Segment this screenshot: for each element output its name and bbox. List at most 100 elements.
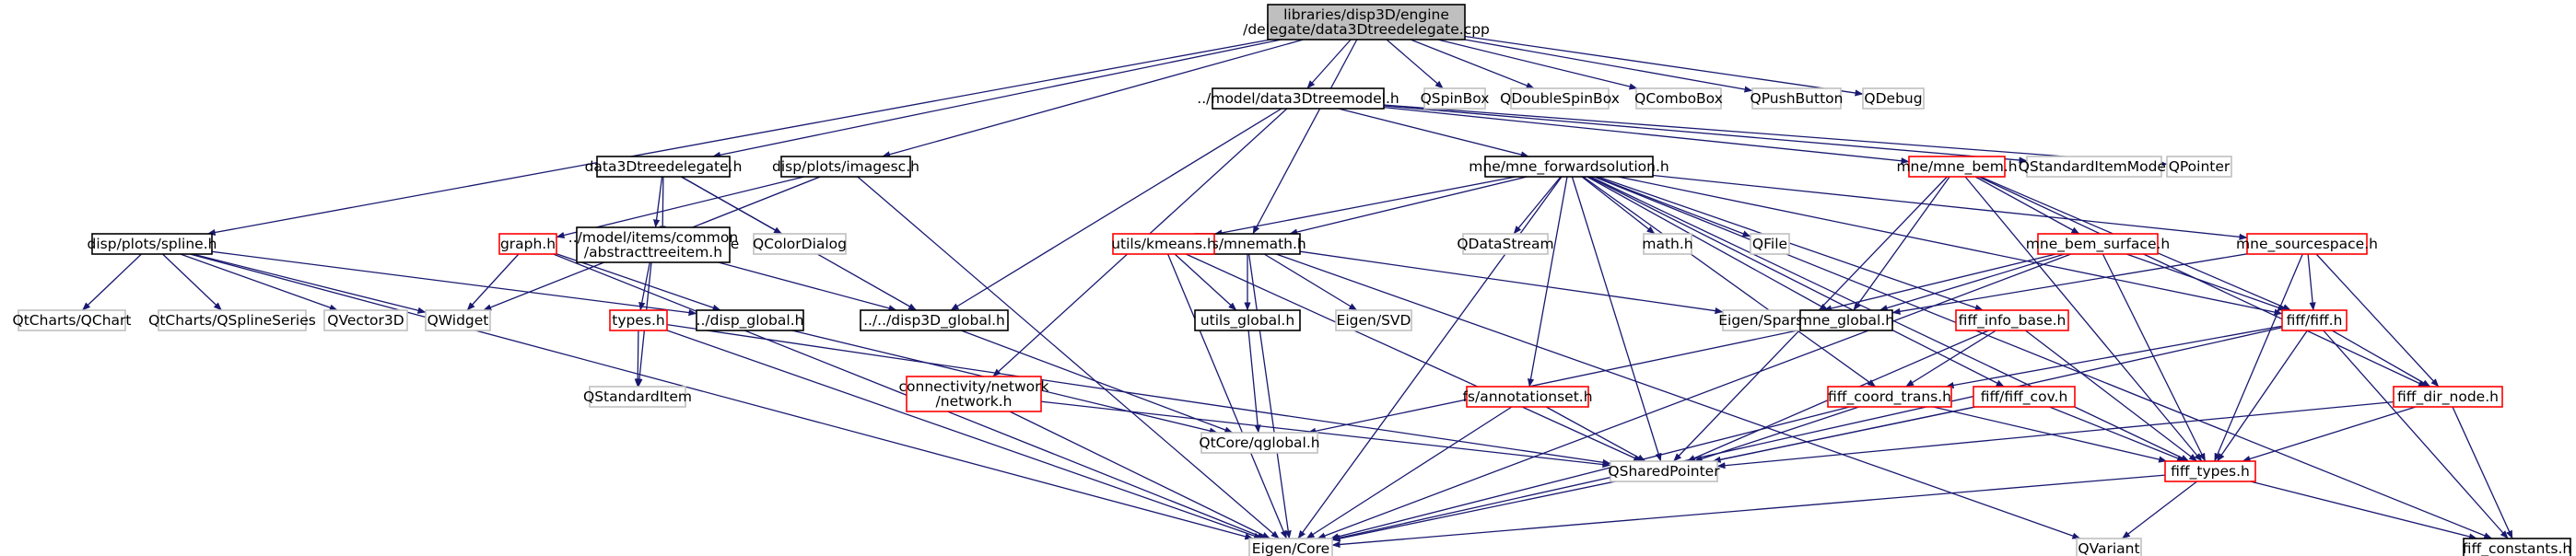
node-disp3d_global[interactable]: ../../disp3D_global.h bbox=[860, 309, 1009, 331]
node-fiff_cov[interactable]: fiff/fiff_cov.h bbox=[1973, 386, 2076, 408]
node-box-network bbox=[906, 376, 1042, 412]
node-qsharedpointer[interactable]: QSharedPointer bbox=[1608, 460, 1720, 482]
node-qdatastream[interactable]: QDataStream bbox=[1457, 233, 1554, 255]
node-qcolordialog[interactable]: QColorDialog bbox=[753, 233, 847, 255]
node-label-data3dtreemodel: ../model/data3Dtreemodel.h bbox=[1197, 90, 1399, 107]
node-fiff_types[interactable]: fiff_types.h bbox=[2164, 460, 2256, 482]
node-qtcharts_qchart[interactable]: QtCharts/QChart bbox=[13, 309, 132, 331]
node-utils_global[interactable]: utils_global.h bbox=[1194, 309, 1301, 331]
edge-mnemath-to-eigen_svd bbox=[1263, 253, 1358, 311]
edge-mne_forwardsolution-to-eigen_core bbox=[1297, 176, 1563, 539]
edge-data3dtreemodel-to-mne_forwardsolution bbox=[1338, 108, 1529, 158]
node-label-fiff_constants: fiff_constants.h bbox=[2463, 540, 2571, 556]
node-label-mne_global: mne_global.h bbox=[1798, 312, 1894, 330]
edge-mne_forwardsolution-to-fiff_cov bbox=[1588, 176, 2005, 388]
node-mne_global[interactable]: mne_global.h bbox=[1798, 309, 1894, 331]
edge-root-to-qdoublespinbox bbox=[1410, 39, 1535, 89]
node-fiff_info_base[interactable]: fiff_info_base.h bbox=[1955, 309, 2069, 331]
node-box-data3dtreedelegate bbox=[596, 156, 731, 178]
node-box-fiff_cov bbox=[1973, 386, 2076, 408]
node-qstandarditemmodel[interactable]: QStandardItemModel bbox=[2019, 156, 2171, 178]
node-annotationset[interactable]: fs/annotationset.h bbox=[1462, 386, 1593, 408]
node-label-qcombobox: QComboBox bbox=[1634, 90, 1723, 107]
node-qtcharts_qsplineseries[interactable]: QtCharts/QSplineSeries bbox=[148, 309, 316, 331]
node-fiff[interactable]: fiff/fiff.h bbox=[2281, 309, 2348, 331]
node-disp_global[interactable]: ../disp_global.h bbox=[696, 309, 804, 331]
node-data3dtreedelegate[interactable]: data3Dtreedelegate.h bbox=[585, 156, 743, 178]
node-box-qstandarditem bbox=[589, 386, 686, 408]
node-fiff_constants[interactable]: fiff_constants.h bbox=[2463, 538, 2571, 556]
edge-root-to-qdebug bbox=[1464, 35, 1864, 97]
node-kmeans[interactable]: utils/kmeans.h bbox=[1111, 233, 1216, 255]
node-mne_sourcespace[interactable]: mne_sourcespace.h bbox=[2236, 233, 2378, 255]
node-box-qtglobal bbox=[1200, 432, 1318, 454]
node-label-fiff: fiff/fiff.h bbox=[2287, 312, 2343, 329]
node-label-imagesc: disp/plots/imagesc.h bbox=[772, 158, 919, 175]
edge-mne_bem_surface-to-eigen_core bbox=[1317, 253, 2072, 539]
node-label-utils_global: utils_global.h bbox=[1200, 312, 1294, 330]
edge-spline-to-disp_global bbox=[211, 250, 697, 317]
node-label-qsharedpointer: QSharedPointer bbox=[1608, 463, 1720, 480]
edge-kmeans-to-utils_global bbox=[1174, 253, 1237, 311]
node-box-qpointer bbox=[2166, 156, 2232, 178]
edge-graph-to-qwidget bbox=[466, 253, 520, 311]
node-spline[interactable]: disp/plots/spline.h bbox=[88, 233, 217, 255]
node-label-mne_sourcespace: mne_sourcespace.h bbox=[2236, 236, 2378, 253]
node-mne_bem[interactable]: mne/mne_bem.h bbox=[1896, 156, 2018, 178]
node-label-eigen_svd: Eigen/SVD bbox=[1337, 312, 1411, 329]
node-box-qdebug bbox=[1862, 87, 1925, 110]
node-label-root-line2: /delegate/data3Dtreedelegate.cpp bbox=[1243, 21, 1490, 38]
node-network[interactable]: connectivity/network/network.h bbox=[899, 376, 1049, 412]
node-label-root-line1: libraries/disp3D/engine bbox=[1283, 6, 1449, 23]
node-mnemath[interactable]: utils/mnemath.h bbox=[1188, 233, 1306, 255]
node-data3dtreemodel[interactable]: ../model/data3Dtreemodel.h bbox=[1197, 87, 1399, 110]
edge-fiff-to-eigen_core bbox=[1331, 327, 2283, 541]
node-root[interactable]: libraries/disp3D/engine/delegate/data3Dt… bbox=[1243, 4, 1490, 41]
node-label-disp_global: ../disp_global.h bbox=[697, 312, 804, 330]
node-qdebug[interactable]: QDebug bbox=[1862, 87, 1925, 110]
node-label-qdatastream: QDataStream bbox=[1457, 236, 1553, 252]
node-abstracttreeitem[interactable]: ../model/items/common/abstracttreeitem.h bbox=[568, 226, 738, 263]
node-label-qvector3d: QVector3D bbox=[327, 312, 404, 329]
edge-graph-to-disp_global bbox=[556, 253, 721, 311]
node-imagesc[interactable]: disp/plots/imagesc.h bbox=[772, 156, 919, 178]
node-fiff_dir_node[interactable]: fiff_dir_node.h bbox=[2393, 386, 2503, 408]
edge-fiff-to-fiff_coord_trans bbox=[1945, 325, 2283, 389]
node-qpushbutton[interactable]: QPushButton bbox=[1751, 87, 1844, 110]
edge-mne_forwardsolution-to-fiff bbox=[1618, 176, 2283, 316]
node-qspinbox[interactable]: QSpinBox bbox=[1421, 87, 1490, 110]
edge-fiff_types-to-eigen_core bbox=[1331, 474, 2166, 549]
nodes-layer: libraries/disp3D/engine/delegate/data3Dt… bbox=[13, 4, 2571, 556]
node-qvector3d[interactable]: QVector3D bbox=[323, 309, 408, 331]
node-label-kmeans: utils/kmeans.h bbox=[1111, 236, 1216, 252]
node-qwidget[interactable]: QWidget bbox=[425, 309, 491, 331]
edge-mnemath-to-eigen_sparsecore bbox=[1299, 250, 1724, 315]
node-label-disp3d_global: ../../disp3D_global.h bbox=[863, 312, 1005, 330]
node-qpointer[interactable]: QPointer bbox=[2166, 156, 2232, 178]
edge-abstracttreeitem-to-disp3d_global bbox=[718, 261, 897, 312]
edge-root-to-qpushbutton bbox=[1464, 39, 1753, 93]
node-qvariant[interactable]: QVariant bbox=[2076, 538, 2142, 556]
node-eigen_core[interactable]: Eigen/Core bbox=[1248, 538, 1333, 556]
edge-types-to-qsharedpointer bbox=[666, 323, 1611, 466]
node-fiff_coord_trans[interactable]: fiff_coord_trans.h bbox=[1827, 386, 1952, 408]
node-graph[interactable]: graph.h bbox=[498, 233, 557, 255]
node-mne_bem_surface[interactable]: mne_bem_surface.h bbox=[2026, 233, 2170, 255]
node-qstandarditem[interactable]: QStandardItem bbox=[583, 386, 692, 408]
node-qcombobox[interactable]: QComboBox bbox=[1634, 87, 1723, 110]
node-qtglobal[interactable]: QtCore/qglobal.h bbox=[1199, 432, 1320, 454]
edge-fiff_cov-to-fiff_types bbox=[2049, 406, 2186, 462]
node-qdoublespinbox[interactable]: QDoubleSpinBox bbox=[1500, 87, 1620, 110]
node-box-qsharedpointer bbox=[1610, 460, 1718, 482]
node-box-qspinbox bbox=[1423, 87, 1486, 110]
node-types[interactable]: types.h bbox=[609, 309, 668, 331]
node-mne_forwardsolution[interactable]: mne/mne_forwardsolution.h bbox=[1469, 156, 1669, 178]
node-label-qdebug: QDebug bbox=[1864, 90, 1922, 107]
node-box-math bbox=[1643, 233, 1692, 255]
node-qfile[interactable]: QFile bbox=[1750, 233, 1790, 255]
edge-mnemath-to-qvariant bbox=[1275, 253, 2081, 539]
node-math[interactable]: math.h bbox=[1642, 233, 1693, 255]
edge-mne_bem_surface-to-fiff_types bbox=[2102, 253, 2207, 462]
edge-mne_forwardsolution-to-fiff_info_base bbox=[1598, 176, 1984, 311]
node-eigen_svd[interactable]: Eigen/SVD bbox=[1335, 309, 1412, 331]
